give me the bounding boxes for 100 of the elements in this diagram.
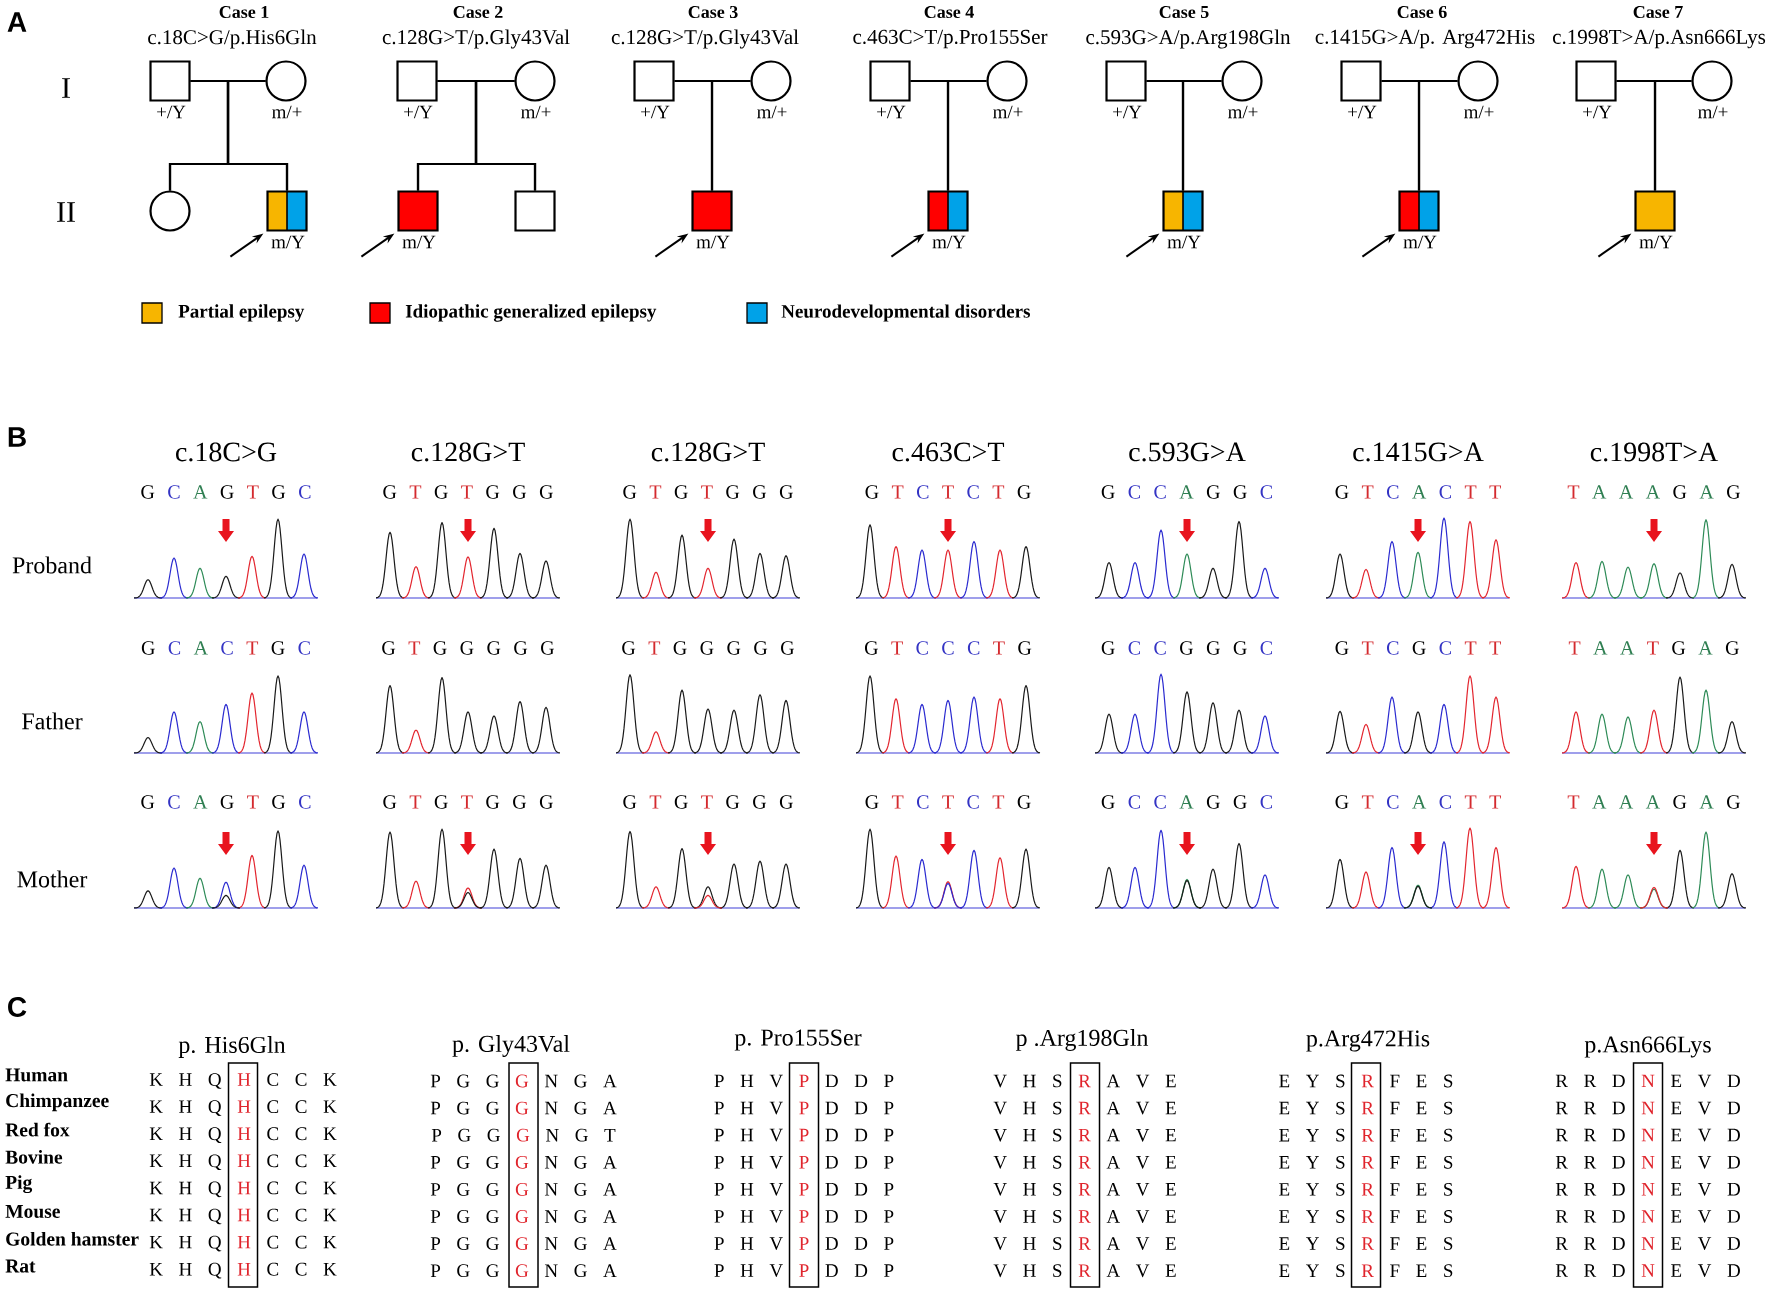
residue-row: P G G G N G A bbox=[430, 1183, 617, 1196]
residue-row: P G G G N G A bbox=[430, 1074, 617, 1088]
pedigree-line bbox=[226, 79, 289, 191]
sequence-letters: T A A A G A G bbox=[1567, 795, 1740, 809]
row-label: Father bbox=[22, 712, 83, 730]
residue-row: V H S R A V E bbox=[993, 1128, 1176, 1142]
sequence-letters: G T G G G G G bbox=[382, 641, 554, 655]
sequence-letters: T A A T G A G bbox=[1568, 641, 1739, 655]
sequence-letters: G T C A C T T bbox=[1335, 485, 1501, 499]
pedigree-line bbox=[474, 79, 537, 191]
circle-symbol bbox=[149, 190, 191, 232]
genotype-label: m/+ bbox=[1464, 105, 1494, 119]
generation-numeral: II bbox=[57, 202, 75, 222]
species-name: Chimpanzee bbox=[6, 1093, 109, 1112]
genotype-label: +/Y bbox=[1348, 105, 1377, 119]
genotype-label: m/Y bbox=[1639, 235, 1673, 249]
pedigree-line bbox=[1417, 79, 1458, 191]
variant-label: c.593G>A/p.Arg198Gln bbox=[1086, 29, 1291, 49]
sequence-letters: G T C A C T T bbox=[1335, 795, 1501, 809]
residue-row: V H S R A V E bbox=[993, 1155, 1176, 1169]
square-symbol bbox=[1634, 190, 1676, 232]
pedigree-line bbox=[1653, 79, 1692, 191]
residue-row: K H Q H C C K bbox=[149, 1181, 337, 1198]
variant-label: c.593G>A bbox=[1129, 442, 1246, 462]
variant-label: p.Asn666Lys bbox=[1584, 1036, 1711, 1058]
sequence-letters: G C C A G G C bbox=[1101, 795, 1272, 809]
pedigree-line bbox=[710, 79, 751, 191]
genotype-label: m/+ bbox=[757, 105, 787, 119]
residue-row: E Y S R F E S bbox=[1279, 1183, 1453, 1196]
residue-row: V H S R A V E bbox=[993, 1074, 1176, 1088]
sequence-letters: G C A C T G C bbox=[141, 641, 310, 655]
residue-row: P G G G N G A bbox=[430, 1264, 617, 1278]
genotype-label: +/Y bbox=[404, 105, 433, 119]
square-symbol bbox=[397, 190, 439, 232]
variant-label: c.463C>T bbox=[892, 442, 1005, 462]
case-title: Case 2 bbox=[453, 5, 503, 19]
genotype-label: m/Y bbox=[271, 235, 305, 249]
residue-row: R R D N E V D bbox=[1555, 1074, 1740, 1088]
residue-row: E Y S R F E S bbox=[1279, 1128, 1453, 1142]
residue-row: P G G G N G A bbox=[430, 1155, 617, 1169]
residue-row: P G G G N G T bbox=[431, 1128, 616, 1142]
variant-label: p. Pro155Ser bbox=[734, 1029, 862, 1051]
variant-label: c.18C>G bbox=[176, 442, 277, 462]
genotype-label: m/Y bbox=[932, 235, 966, 249]
circle-symbol bbox=[265, 60, 307, 102]
generation-numeral: I bbox=[62, 78, 70, 98]
sequence-letters: G T C C C T G bbox=[864, 641, 1032, 655]
case-title: Case 5 bbox=[1159, 5, 1209, 19]
variant-label: p.Arg472His bbox=[1306, 1030, 1430, 1052]
sequence-letters: G T C T C T G bbox=[865, 795, 1031, 809]
residue-row: E Y S R F E S bbox=[1279, 1210, 1453, 1223]
genotype-label: m/+ bbox=[1698, 105, 1728, 119]
sequence-letters: T A A A G A G bbox=[1567, 485, 1740, 499]
sequence-letters: G T C G C T T bbox=[1335, 641, 1501, 655]
residue-row: P H V P D D P bbox=[714, 1264, 894, 1278]
square-symbol bbox=[633, 60, 675, 102]
sequence-letters: G T G T G G G bbox=[383, 485, 553, 499]
square-symbol bbox=[1105, 60, 1147, 102]
variant-label: c.128G>T bbox=[651, 442, 765, 462]
sequence-letters: G C A G T G C bbox=[141, 485, 311, 499]
square-symbol bbox=[1162, 190, 1204, 232]
variant-label: p. His6Gln bbox=[178, 1036, 286, 1058]
residue-row: R R D N E V D bbox=[1555, 1101, 1740, 1115]
residue-row: E Y S R F E S bbox=[1279, 1264, 1453, 1278]
circle-symbol bbox=[514, 60, 556, 102]
genotype-label: m/+ bbox=[993, 105, 1023, 119]
species-name: Rat bbox=[5, 1259, 36, 1273]
circle-symbol bbox=[1457, 60, 1499, 102]
row-label: Proband bbox=[12, 556, 92, 574]
legend-text: Partial epilepsy bbox=[178, 304, 305, 322]
variant-label: p. Gly43Val bbox=[452, 1035, 570, 1057]
case-title: Case 3 bbox=[688, 5, 738, 19]
species-name: Mouse bbox=[5, 1205, 60, 1218]
residue-row: K H Q H C C K bbox=[149, 1100, 337, 1116]
square-symbol bbox=[1340, 60, 1382, 102]
legend-text: Idiopathic generalized epilepsy bbox=[405, 304, 657, 322]
variant-label: c.463C>T/p.Pro155Ser bbox=[853, 29, 1048, 49]
residue-row: K H Q H C C K bbox=[149, 1235, 337, 1252]
variant-label: c.1998T>A bbox=[1590, 442, 1719, 462]
panel-letter: C bbox=[8, 997, 27, 1017]
residue-row: P H V P D D P bbox=[714, 1074, 894, 1088]
residue-row: E Y S R F E S bbox=[1279, 1101, 1453, 1115]
residue-row: P G G G N G A bbox=[430, 1237, 617, 1250]
residue-row: P H V P D D P bbox=[714, 1101, 894, 1115]
residue-row: P H V P D D P bbox=[714, 1183, 894, 1196]
square-symbol bbox=[1575, 60, 1617, 102]
pedigree-line bbox=[946, 79, 987, 191]
variant-label: c.1415G>A/p. Arg472His bbox=[1315, 29, 1535, 49]
square-symbol bbox=[514, 190, 556, 232]
sequence-letters: G T C T C T G bbox=[865, 485, 1031, 499]
sequence-letters: G T G T G G G bbox=[383, 795, 553, 809]
panel-letter: A bbox=[7, 12, 27, 32]
variant-label: c.128G>T/p.Gly43Val bbox=[382, 29, 570, 49]
residue-row: R R D N E V D bbox=[1555, 1237, 1740, 1250]
residue-row: K H Q H C C K bbox=[149, 1262, 337, 1279]
case-title: Case 4 bbox=[924, 5, 974, 19]
species-name: Bovine bbox=[5, 1150, 63, 1164]
sequence-letters: G C C G G G C bbox=[1101, 641, 1272, 655]
residue-row: V H S R A V E bbox=[993, 1237, 1176, 1251]
residue-row: R R D N E V D bbox=[1555, 1128, 1740, 1142]
